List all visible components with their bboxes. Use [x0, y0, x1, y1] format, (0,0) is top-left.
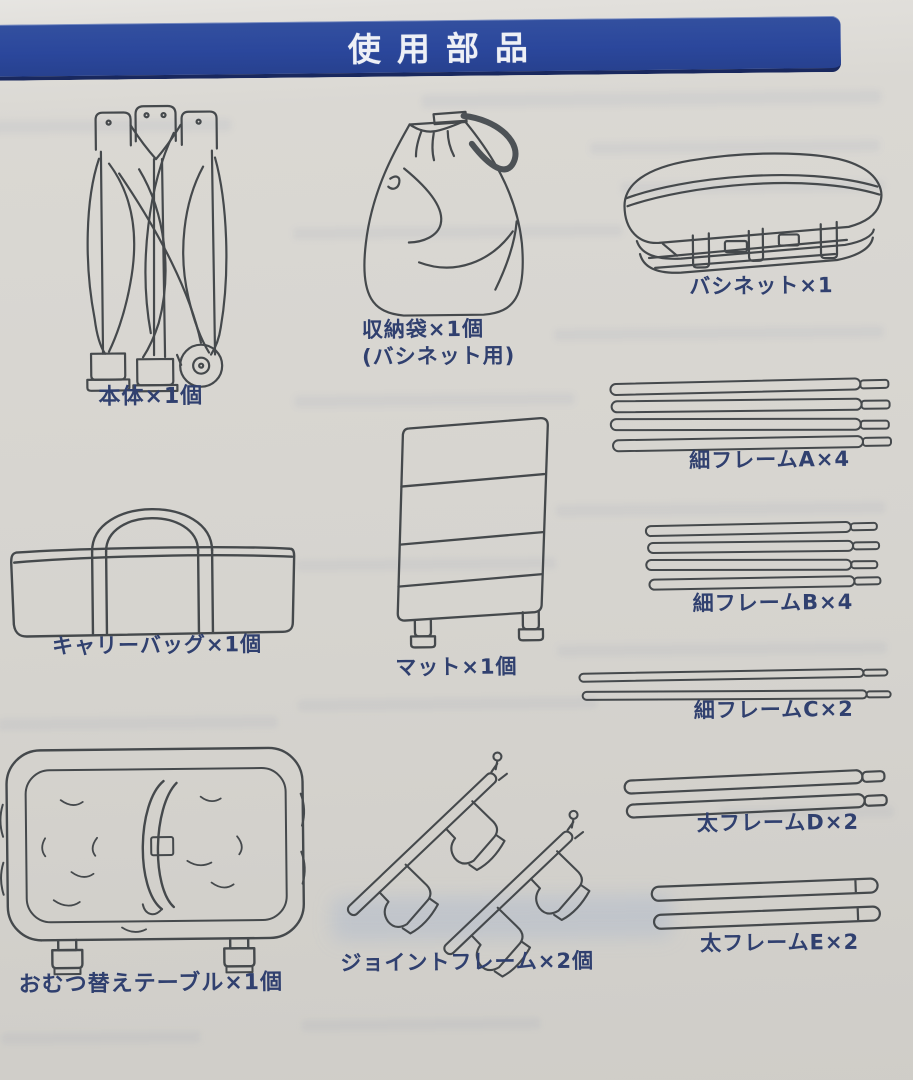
parts-item-thin-frame-c	[577, 667, 895, 710]
thick-frame-d-label: 太フレームD×2	[696, 809, 860, 836]
carry-bag-illustration	[10, 507, 296, 638]
parts-item-storage-bag	[343, 103, 545, 333]
bleed-through-line	[1, 1030, 202, 1045]
parts-item-thin-frame-a	[608, 375, 897, 460]
parts-item-main-unit	[78, 102, 236, 394]
thin-frame-a-label: 細フレームA×4	[689, 446, 851, 473]
joint-frame-illustration	[346, 751, 591, 978]
bassinet-label: バシネット×1	[689, 273, 834, 299]
main-unit-label: 本体×1個	[98, 383, 204, 410]
bleed-through-line	[555, 501, 886, 517]
bleed-through-line	[297, 696, 598, 712]
folded-playpen-illustration	[86, 104, 228, 393]
carry-bag-label: キャリーバッグ×1個	[51, 632, 263, 659]
storage-bag-sublabel: (バシネット用)	[361, 343, 516, 369]
folded-bassinet-illustration	[623, 152, 883, 274]
parts-item-carry-bag	[1, 484, 303, 649]
storage-bag-illustration	[363, 110, 524, 317]
parts-item-thick-frame-e	[648, 873, 897, 938]
thick-frame-e-illustration	[650, 877, 881, 930]
thin-frame-c-illustration	[578, 667, 892, 701]
bleed-through-line	[553, 325, 884, 341]
parts-item-mat	[379, 413, 562, 657]
parts-item-thick-frame-d	[620, 765, 899, 822]
page-title: 使用部品	[347, 28, 545, 70]
thin-frame-b-illustration	[644, 520, 882, 591]
thin-frame-a-illustration	[609, 377, 893, 453]
thick-frame-e-label: 太フレームE×2	[700, 929, 860, 956]
thin-frame-b-label: 細フレームB×4	[692, 589, 854, 616]
joint-frame-label: ジョイントフレーム×2個	[340, 948, 595, 976]
thick-frame-d-illustration	[623, 769, 888, 819]
bleed-through-line	[0, 715, 278, 731]
parts-item-joint-frame	[340, 749, 591, 978]
parts-item-thin-frame-b	[644, 520, 887, 603]
thin-frame-c-label: 細フレームC×2	[693, 696, 854, 723]
bleed-through-line	[301, 1017, 542, 1032]
bleed-through-line	[294, 392, 575, 408]
mat-label: マット×1個	[395, 654, 518, 680]
changing-table-illustration	[0, 746, 306, 976]
mat-illustration	[396, 416, 549, 649]
parts-item-bassinet	[596, 141, 893, 292]
parts-item-diaper-table	[0, 740, 312, 979]
section-header-banner: 使用部品	[0, 15, 842, 82]
bleed-through-line	[557, 641, 888, 657]
diaper-table-label: おむつ替えテーブル×1個	[18, 969, 284, 998]
